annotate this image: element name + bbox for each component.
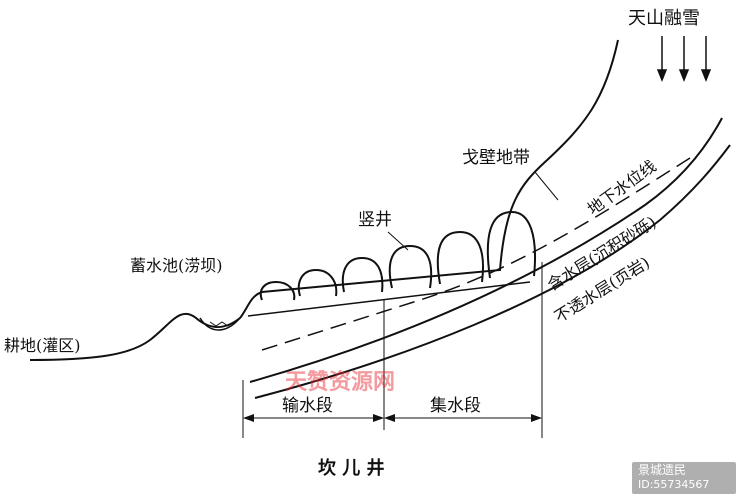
shaft-leader [387,231,409,251]
shaft [486,210,536,279]
shaft [259,280,296,301]
snowmelt-arrows [656,36,712,83]
shaft [436,230,484,285]
aquifer-top [249,117,723,383]
reservoir-label: 蓄水池(涝坝) [130,256,223,275]
diagram-title: 坎 儿 井 [318,458,385,479]
watermark-user: 景城遗民 [638,463,687,477]
shaft [341,256,384,293]
tunnel-line [247,281,531,317]
section-dimension [242,262,543,438]
gobi-leader [534,171,559,201]
reservoir-water [199,317,241,331]
watermark-badge: 景城遗民 ID:55734567 [632,462,736,494]
dimension-arrowheads [243,414,542,422]
gobi-label: 戈壁地带 [462,148,530,168]
watermark-overlay: 天赞资源网 [285,370,396,395]
shaft [297,268,338,297]
shaft [388,244,433,289]
impermeable-top [254,144,731,399]
ground-surface [29,39,619,361]
collection-section-label: 集水段 [430,396,481,416]
farmland-label: 耕地(灌区) [4,336,81,355]
snowmelt-label: 天山融雪 [628,8,700,29]
reservoir-water-ripple [209,321,235,327]
shaft-label: 竖井 [358,210,392,230]
conveyance-section-label: 输水段 [282,396,333,416]
watermark-id: ID:55734567 [638,478,710,491]
shafts [259,210,536,301]
